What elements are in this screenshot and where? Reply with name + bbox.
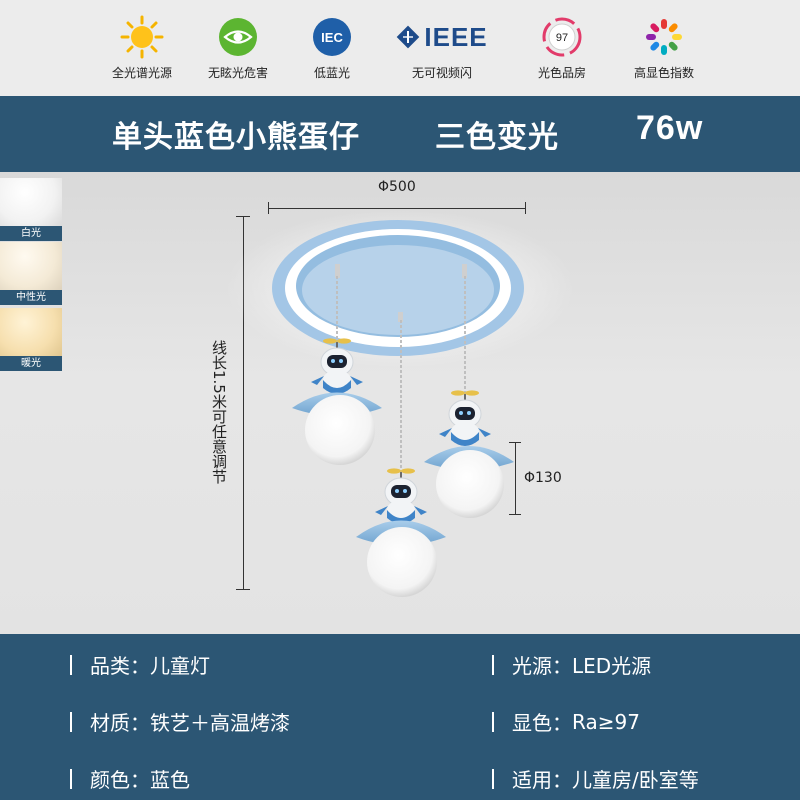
cert-high-cri: 高显色指数 <box>604 12 724 81</box>
diameter-tick-right <box>525 202 526 214</box>
shade-dimension-line <box>515 442 516 515</box>
spec-key: 适用： <box>512 768 572 792</box>
cert-no-flicker: IEEE 无可视频闪 <box>382 12 502 81</box>
spec-value: Ra≥97 <box>572 709 640 734</box>
cri-dial-icon: 97 <box>542 17 582 57</box>
swatch-label: 白光 <box>0 226 62 241</box>
cert-color-quality: 97 光色品房 <box>502 12 622 81</box>
cert-label: 无可视频闪 <box>411 66 472 80</box>
cert-full-spectrum: 全光谱光源 <box>82 12 202 81</box>
pendant-lamp-illustration <box>225 208 575 597</box>
spec-light-source: 光源： LED光源 <box>492 650 651 679</box>
spec-value: 蓝色 <box>150 768 190 792</box>
cert-label: 光色品房 <box>537 66 586 80</box>
spec-value: LED光源 <box>572 654 652 678</box>
power-rating: 76w <box>636 109 704 147</box>
spec-key: 品类： <box>90 654 150 678</box>
certification-bar: 全光谱光源 无眩光危害 IEC 低蓝光 IEEE <box>0 0 800 96</box>
spec-divider <box>70 654 72 675</box>
iec-icon: IEC <box>313 18 351 56</box>
swatch-label: 中性光 <box>0 290 62 305</box>
eye-icon <box>219 18 257 56</box>
swatch-warm[interactable]: 暖光 <box>0 308 62 371</box>
shade-tick-bottom <box>509 514 521 515</box>
ieee-icon <box>397 25 420 49</box>
spec-value: 儿童灯 <box>150 654 210 678</box>
pendant-right <box>424 389 514 518</box>
cable-dimension-line <box>243 216 244 590</box>
spec-key: 颜色： <box>90 768 150 792</box>
spec-divider <box>492 654 494 675</box>
cable-length-label: 线长1.5米可任意调节 <box>210 340 228 484</box>
cert-label: 无眩光危害 <box>207 66 268 80</box>
diameter-tick-left <box>268 202 269 214</box>
light-mode: 三色变光 <box>435 120 559 155</box>
shade-tick-top <box>509 442 521 443</box>
spec-category: 品类： 儿童灯 <box>70 650 210 679</box>
swatch-color <box>0 308 62 356</box>
pendant-center <box>356 467 446 597</box>
sun-icon <box>120 15 164 59</box>
spec-material: 材质： 铁艺＋高温烤漆 <box>70 707 290 736</box>
spec-divider <box>492 768 494 789</box>
swatch-color <box>0 178 62 226</box>
product-name: 单头蓝色小熊蛋仔 <box>112 120 360 155</box>
swatch-label: 暖光 <box>0 356 62 371</box>
cable-tick-top <box>236 216 250 217</box>
cert-label: 全光谱光源 <box>111 66 172 80</box>
spec-divider <box>70 711 72 732</box>
pendant-left <box>292 337 382 465</box>
spec-color: 颜色： 蓝色 <box>70 764 190 793</box>
spec-panel: 品类： 儿童灯 光源： LED光源 材质： 铁艺＋高温烤漆 显色： Ra≥97 … <box>0 634 800 800</box>
spec-key: 显色： <box>512 711 572 735</box>
spec-suitable-for: 适用： 儿童房/卧室等 <box>492 764 699 793</box>
title-band: 单头蓝色小熊蛋仔 三色变光 76w <box>0 96 800 172</box>
cable-tick-bottom <box>236 589 250 590</box>
cert-label: 低蓝光 <box>313 66 350 80</box>
spec-divider <box>492 711 494 732</box>
cert-low-blue-light: IEC 低蓝光 <box>272 12 392 81</box>
swatch-color <box>0 242 62 290</box>
spec-value: 儿童房/卧室等 <box>572 768 699 792</box>
color-wheel-icon <box>646 19 682 55</box>
product-image-area: 白光 中性光 暖光 Φ500 线长1.5米可任意调节 Φ130 <box>0 172 800 634</box>
ieee-badge-text: IEEE <box>424 21 488 52</box>
cert-no-glare: 无眩光危害 <box>178 12 298 81</box>
spec-key: 材质： <box>90 711 150 735</box>
swatch-neutral[interactable]: 中性光 <box>0 242 62 305</box>
spec-color-rendering: 显色： Ra≥97 <box>492 707 640 736</box>
diameter-label: Φ500 <box>378 179 416 195</box>
cert-label: 高显色指数 <box>633 66 694 80</box>
cri-badge-text: 97 <box>556 32 568 44</box>
swatch-white[interactable]: 白光 <box>0 178 62 241</box>
spec-key: 光源： <box>512 654 572 678</box>
spec-divider <box>70 768 72 789</box>
iec-badge-text: IEC <box>321 30 343 45</box>
shade-diameter-label: Φ130 <box>524 470 562 486</box>
spec-value: 铁艺＋高温烤漆 <box>150 711 290 735</box>
